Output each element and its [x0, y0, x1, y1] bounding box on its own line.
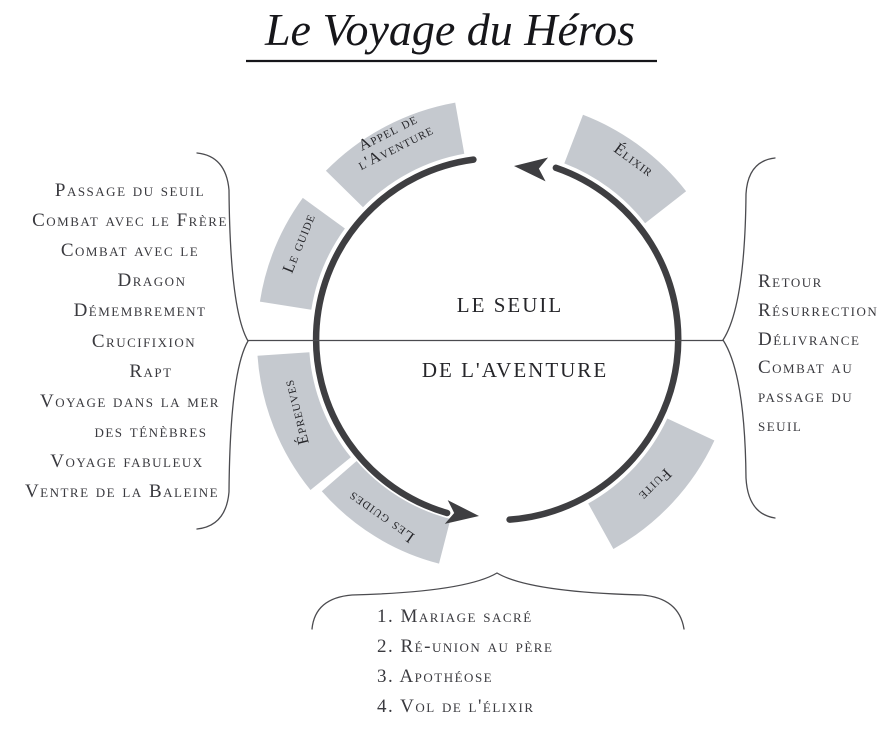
bottom-list-line: 4. Vol de l'élixir — [377, 696, 535, 717]
stage-box-elixir — [564, 114, 687, 224]
stage-box-le-guide — [259, 197, 345, 310]
right-list-line: Retour — [758, 271, 823, 292]
left-list-line: Démembrement — [74, 300, 207, 321]
left-list-line: Ventre de la Baleine — [25, 481, 219, 502]
center-label: LE SEUIL DE L'AVENTURE — [422, 293, 608, 382]
left-brace — [196, 152, 249, 530]
right-list: Retour Résurrection Délivrance Combat au… — [758, 271, 878, 436]
bottom-list-line: 1. Mariage sacré — [377, 606, 533, 627]
right-list-line: Combat au — [758, 357, 853, 378]
right-list-line: seuil — [758, 415, 802, 436]
left-list-line: Combat avec le Frère — [32, 210, 228, 231]
cycle-arrowhead-top — [514, 157, 549, 182]
left-list-line: Combat avec le — [61, 240, 199, 261]
bottom-brace — [311, 572, 685, 630]
page-title: Le Voyage du Héros — [264, 4, 635, 55]
stage-boxes — [257, 102, 715, 564]
left-list-line: Passage du seuil — [55, 180, 205, 201]
bottom-list: 1. Mariage sacré 2. Ré-union au père 3. … — [377, 606, 553, 717]
left-list-line: Dragon — [118, 270, 187, 291]
center-label-line1: LE SEUIL — [457, 293, 563, 317]
bottom-list-line: 2. Ré-union au père — [377, 636, 553, 657]
left-list-line: des ténèbres — [94, 421, 207, 442]
left-list-line: Crucifixion — [92, 331, 196, 352]
stage-box-fuite — [588, 418, 715, 549]
stage-box-les-guides — [321, 461, 451, 564]
left-list-line: Rapt — [129, 361, 172, 382]
stage-box-appel-de-l-aventure — [325, 102, 465, 208]
cycle-arrowhead-bottom — [444, 500, 479, 524]
stage-box-epreuves — [257, 352, 351, 490]
cycle-circle — [312, 156, 682, 524]
right-brace — [722, 157, 776, 519]
braces — [196, 152, 776, 630]
cycle-arc-right — [506, 164, 682, 523]
left-list-line: Voyage fabuleux — [50, 451, 203, 472]
right-list-line: passage du — [758, 386, 853, 407]
title-block: Le Voyage du Héros — [246, 4, 657, 63]
center-label-line2: DE L'AVENTURE — [422, 358, 608, 382]
right-list-line: Délivrance — [758, 329, 860, 350]
cycle-arc-left — [312, 156, 477, 517]
left-list-line: Voyage dans la mer — [40, 391, 220, 412]
right-list-line: Résurrection — [758, 300, 878, 321]
bottom-list-line: 3. Apothéose — [377, 666, 493, 687]
left-list: Passage du seuil Combat avec le Frère Co… — [25, 180, 228, 502]
